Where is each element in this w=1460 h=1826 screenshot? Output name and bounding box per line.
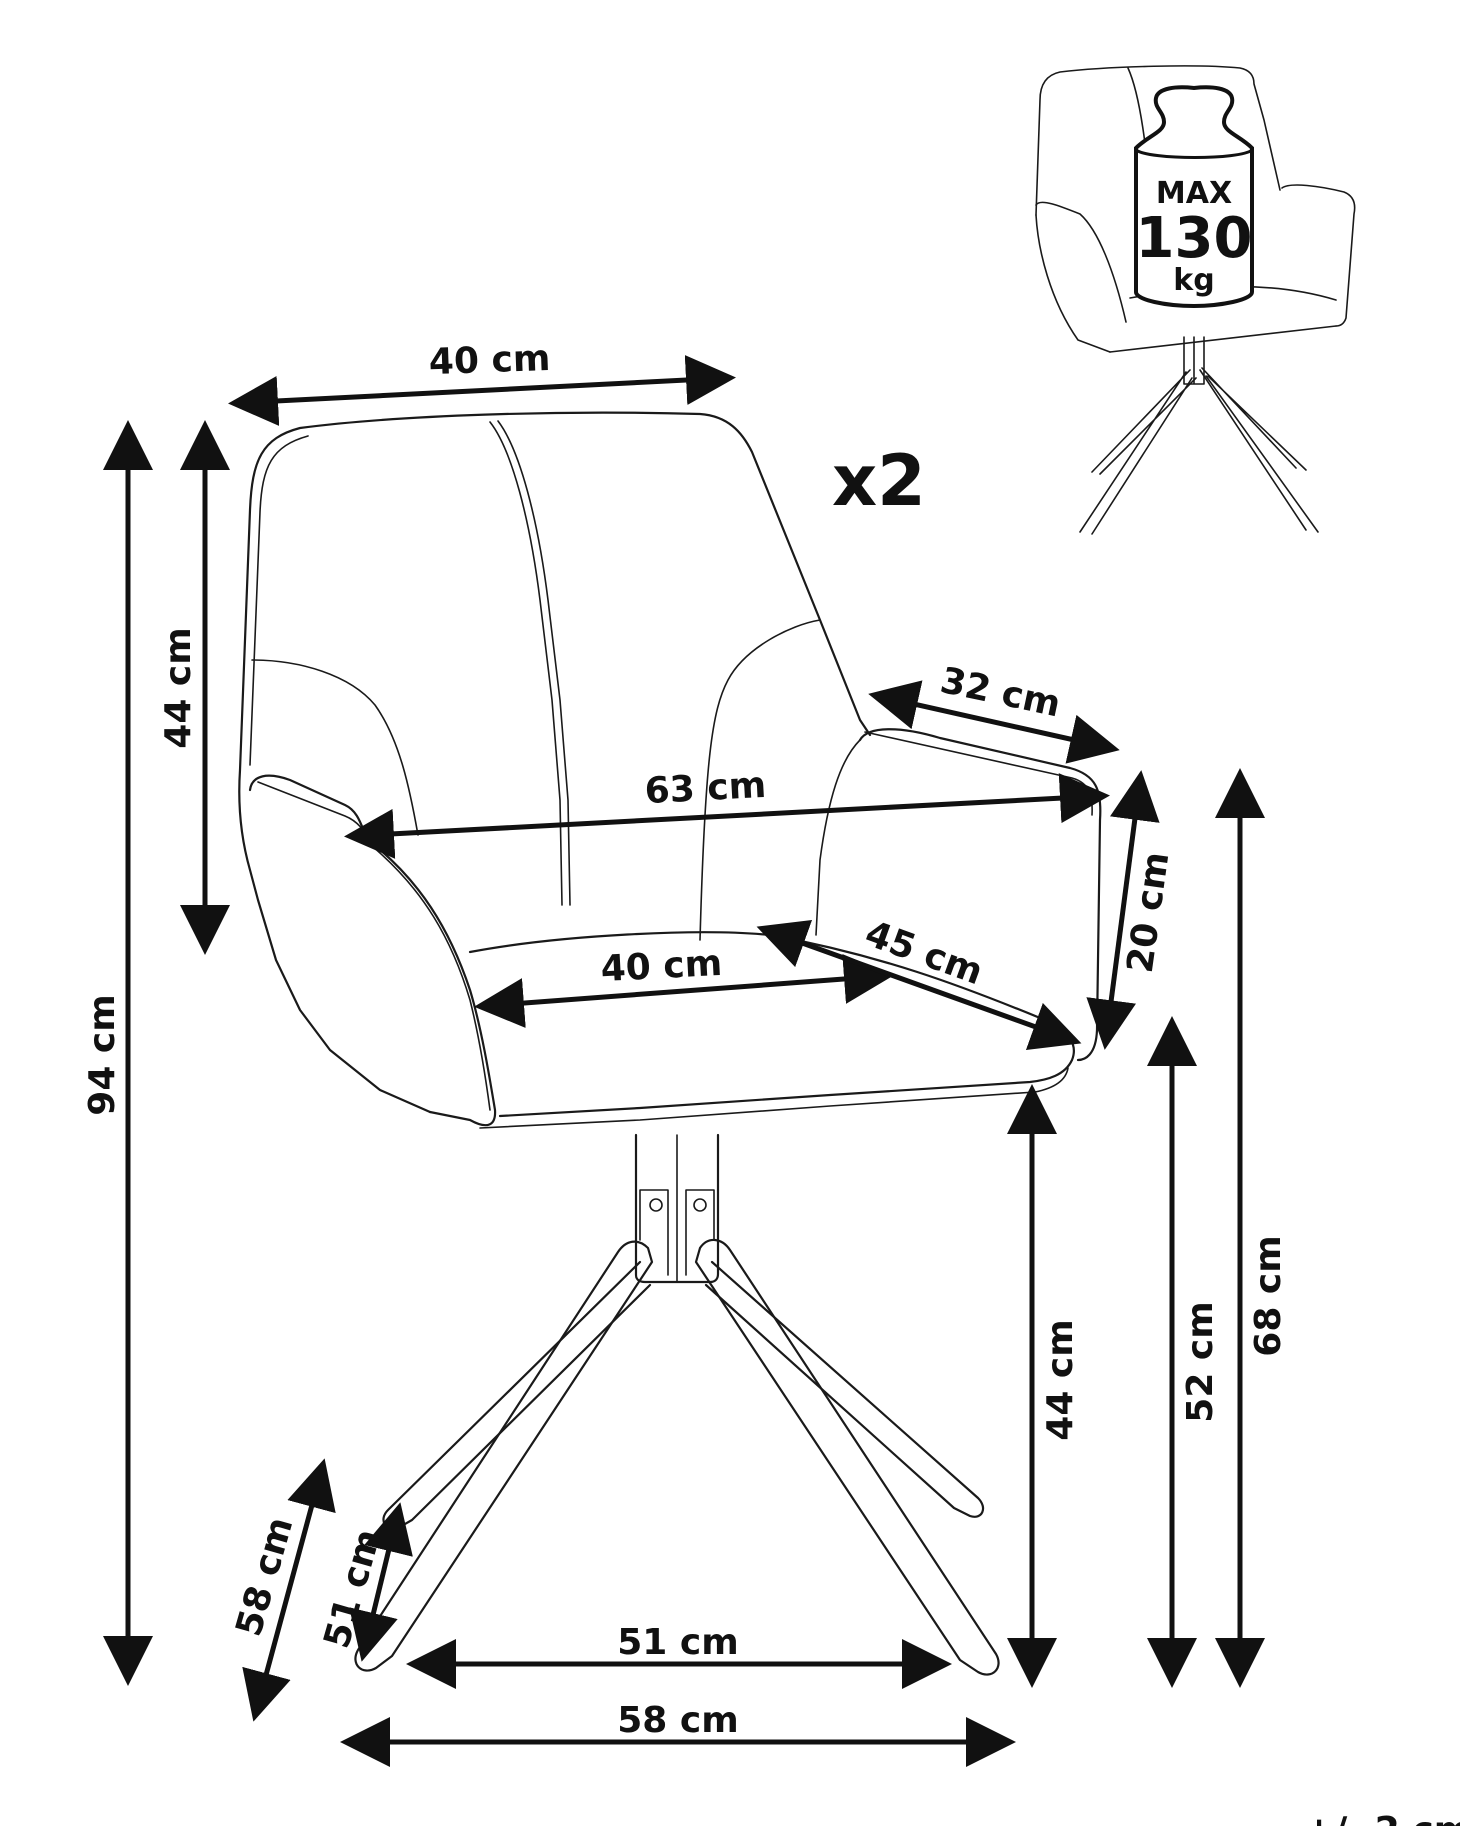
label-backrest-width: 40 cm	[428, 338, 551, 383]
backrest-center-seam-2	[497, 420, 571, 906]
backrest-outline	[238, 411, 872, 1114]
backrest-left-panel	[251, 659, 419, 836]
weight-icon	[1134, 85, 1254, 309]
max-label: MAX	[1156, 176, 1232, 211]
label-base-width-outer: 58 cm	[617, 1700, 738, 1741]
leg-front-right	[694, 1238, 1000, 1676]
leg-front-left	[354, 1240, 654, 1672]
arrow-total-width	[344, 773, 1110, 859]
label-total-height: 94 cm	[82, 994, 123, 1115]
max-unit: kg	[1173, 263, 1214, 298]
arrow-armrest-height	[1086, 770, 1160, 1050]
dimension-arrows	[103, 355, 1265, 1767]
arrow-armrest-depth	[868, 680, 1120, 764]
small-left-arm-outer	[1035, 214, 1111, 353]
right-armrest	[858, 728, 1102, 1062]
backrest-inner-outline	[249, 435, 309, 766]
label-backrest-height: 44 cm	[158, 627, 199, 748]
max-value: 130	[1136, 206, 1253, 271]
label-seat-depth: 45 cm	[860, 913, 988, 993]
small-post	[1183, 336, 1205, 385]
bracket-left	[639, 1189, 669, 1276]
backrest-center-seam	[489, 421, 563, 906]
leg-back-right	[704, 1260, 985, 1518]
arrow-backrest-width	[228, 355, 736, 426]
label-total-width: 63 cm	[644, 765, 767, 812]
small-legs	[1079, 367, 1319, 535]
bracket-right	[685, 1189, 715, 1276]
label-seat-width: 40 cm	[600, 943, 723, 990]
max-load-chair-icon: MAX 130 kg	[1035, 65, 1356, 535]
right-armrest-inner	[815, 739, 861, 936]
arrow-base-depth-outer	[242, 1458, 336, 1722]
small-right-arm	[1281, 184, 1356, 327]
arrow-seat-depth	[756, 920, 1082, 1050]
label-seat-height-front: 52 cm	[1180, 1301, 1221, 1422]
chair-drawing	[238, 411, 1102, 1676]
tolerance-note: +/- 2 cm	[1304, 1810, 1460, 1826]
label-armrest-floor-height: 68 cm	[1248, 1235, 1289, 1356]
bolt-left	[649, 1198, 663, 1212]
left-armrest	[248, 774, 497, 1127]
arrow-base-depth-inner	[349, 1502, 413, 1662]
label-seat-height: 44 cm	[1040, 1319, 1081, 1440]
small-left-arm	[1035, 201, 1127, 323]
leg-back-left	[382, 1260, 652, 1530]
label-base-width-inner: 51 cm	[617, 1622, 738, 1663]
small-backrest	[1035, 65, 1281, 216]
quantity-multiplier: x2	[832, 440, 926, 522]
bolt-right	[693, 1198, 707, 1212]
weight-top-ellipse	[1135, 148, 1253, 159]
